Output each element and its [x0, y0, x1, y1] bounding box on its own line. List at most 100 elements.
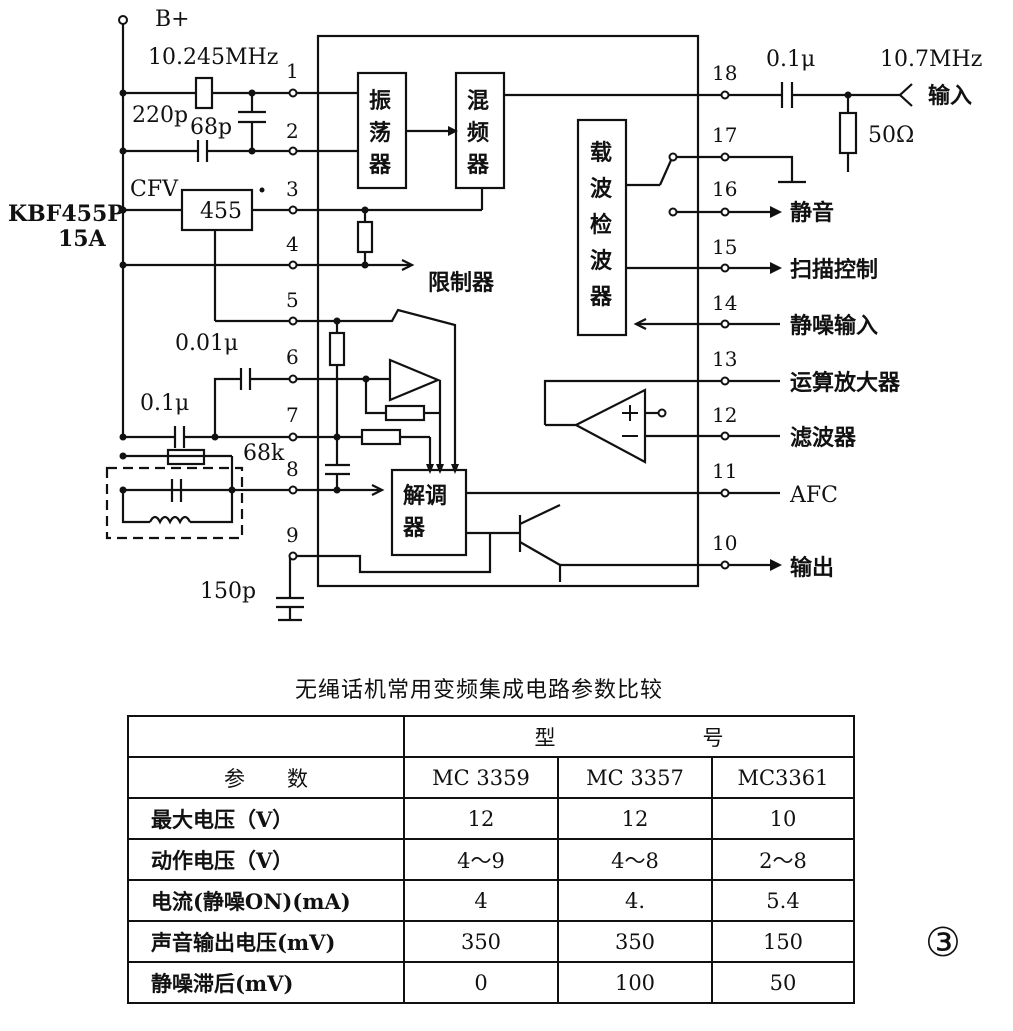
input-freq-label: 10.7MHz [880, 47, 982, 72]
ic-outline [316, 34, 700, 588]
param-value: 4～8 [557, 838, 713, 881]
param-value: 350 [403, 920, 559, 963]
param-name: 最大电压（V） [127, 797, 405, 840]
param-value: 4. [557, 879, 713, 922]
filter-value-label: 455 [200, 199, 242, 224]
table-title: 无绳话机常用变频集成电路参数比较 [295, 678, 664, 703]
mix-char-2: 频 [467, 120, 489, 146]
demod-label: 解调 器 [402, 483, 447, 541]
pin-number: 13 [712, 347, 737, 371]
res-50-label: 50Ω [868, 123, 914, 148]
cap-220p-label: 220p [132, 103, 188, 128]
opamp-label: 运算放大器 [790, 370, 901, 396]
squelch-input-label: 静噪输入 [790, 313, 878, 339]
carrier-detector-block [576, 118, 628, 337]
param-value: 0 [403, 961, 559, 1004]
pin-number: 3 [286, 177, 299, 201]
pin-number: 1 [286, 59, 299, 83]
osc-char-1: 振 [369, 88, 391, 114]
limiter-label: 限制器 [428, 270, 495, 296]
filter-model-label-1: KBF455P [8, 201, 124, 227]
pin-number: 18 [712, 61, 737, 85]
param-value: 5.4 [711, 879, 855, 922]
mix-char-1: 混 [467, 88, 489, 114]
demod-char-1: 解调 [403, 483, 447, 509]
pin-number: 6 [286, 345, 299, 369]
table-row: 静噪滞后(mV) 0 100 50 [127, 961, 855, 1004]
param-name: 电流(静噪ON)(mA) [127, 879, 405, 922]
param-value: 12 [403, 797, 559, 840]
filter-label: 滤波器 [790, 425, 857, 451]
figure-number: ③ [925, 920, 961, 966]
det-char-4: 波 [590, 248, 613, 274]
model-name: MC3361 [711, 756, 855, 799]
pin-number: 2 [286, 119, 299, 143]
param-value: 50 [711, 961, 855, 1004]
cap-150p-label: 150p [200, 579, 256, 604]
pin-number: 9 [286, 523, 299, 547]
det-char-1: 载 [590, 140, 612, 166]
mute-label: 静音 [790, 200, 834, 226]
pin-number: 15 [712, 235, 737, 259]
param-value: 4～9 [403, 838, 559, 881]
input-label: 输入 [928, 83, 972, 109]
pin-number: 12 [712, 403, 737, 427]
scan-control-label: 扫描控制 [790, 257, 878, 283]
detector-label: 载 波 检 波 器 [589, 140, 613, 310]
param-value: 12 [557, 797, 713, 840]
cap-001u-label: 0.01μ [175, 331, 238, 356]
table-row: 动作电压（V） 4～9 4～8 2～8 [127, 838, 855, 881]
pin-number: 11 [712, 459, 737, 483]
demod-char-2: 器 [402, 515, 426, 541]
table-cell-empty [127, 715, 405, 758]
table-row: 声音输出电压(mV) 350 350 150 [127, 920, 855, 963]
circuit-diagram: B+ 10.245MHz 220p 68p CFV KBF455P 15A 45… [8, 7, 982, 622]
table-row: 电流(静噪ON)(mA) 4 4. 5.4 [127, 879, 855, 922]
pin-number: 4 [286, 232, 299, 256]
res-68k-label: 68k [243, 441, 285, 466]
param-name: 静噪滞后(mV) [127, 961, 405, 1004]
pin-number: 5 [286, 288, 299, 312]
det-char-5: 器 [589, 284, 613, 310]
lc-tank-box [105, 466, 244, 540]
table-row: 型 号 [127, 715, 855, 758]
mix-char-3: 器 [466, 152, 490, 178]
cap-01u-left-label: 0.1μ [140, 391, 189, 416]
mixer-label: 混 频 器 [466, 88, 490, 178]
model-header: 型 号 [403, 715, 855, 758]
param-name: 动作电压（V） [127, 838, 405, 881]
param-header: 参 数 [127, 756, 405, 799]
crystal-freq-label: 10.245MHz [148, 45, 278, 70]
param-name: 声音输出电压(mV) [127, 920, 405, 963]
pin-number: 10 [712, 531, 737, 555]
pin-number: 7 [286, 403, 299, 427]
oscillator-label: 振 荡 器 [368, 88, 392, 178]
param-value: 100 [557, 961, 713, 1004]
det-char-2: 波 [590, 176, 613, 202]
param-value: 10 [711, 797, 855, 840]
pin-number: 8 [286, 457, 299, 481]
table-row: 参 数 MC 3359 MC 3357 MC3361 [127, 756, 855, 799]
cap-01u-right-label: 0.1μ [766, 47, 815, 72]
pin-number: 14 [712, 291, 737, 315]
param-value: 350 [557, 920, 713, 963]
osc-char-2: 荡 [369, 120, 391, 146]
model-name: MC 3359 [403, 756, 559, 799]
model-name: MC 3357 [557, 756, 713, 799]
cap-68p-label: 68p [190, 115, 232, 140]
output-label: 输出 [790, 555, 834, 581]
pin-number: 17 [712, 123, 737, 147]
param-value: 150 [711, 920, 855, 963]
table-row: 最大电压（V） 12 12 10 [127, 797, 855, 840]
pin-number: 16 [712, 177, 737, 201]
filter-model-label-2: 15A [58, 226, 107, 252]
param-value: 4 [403, 879, 559, 922]
afc-label: AFC [789, 483, 838, 508]
det-char-3: 检 [590, 212, 612, 238]
opamp-triangle [573, 388, 647, 464]
filter-name-label: CFV [130, 177, 179, 202]
params-table: 型 号 参 数 MC 3359 MC 3357 MC3361 最大电压（V） 1… [127, 715, 855, 1004]
supply-label: B+ [155, 7, 190, 32]
limiter-amp [388, 358, 441, 402]
osc-char-3: 器 [368, 152, 392, 178]
